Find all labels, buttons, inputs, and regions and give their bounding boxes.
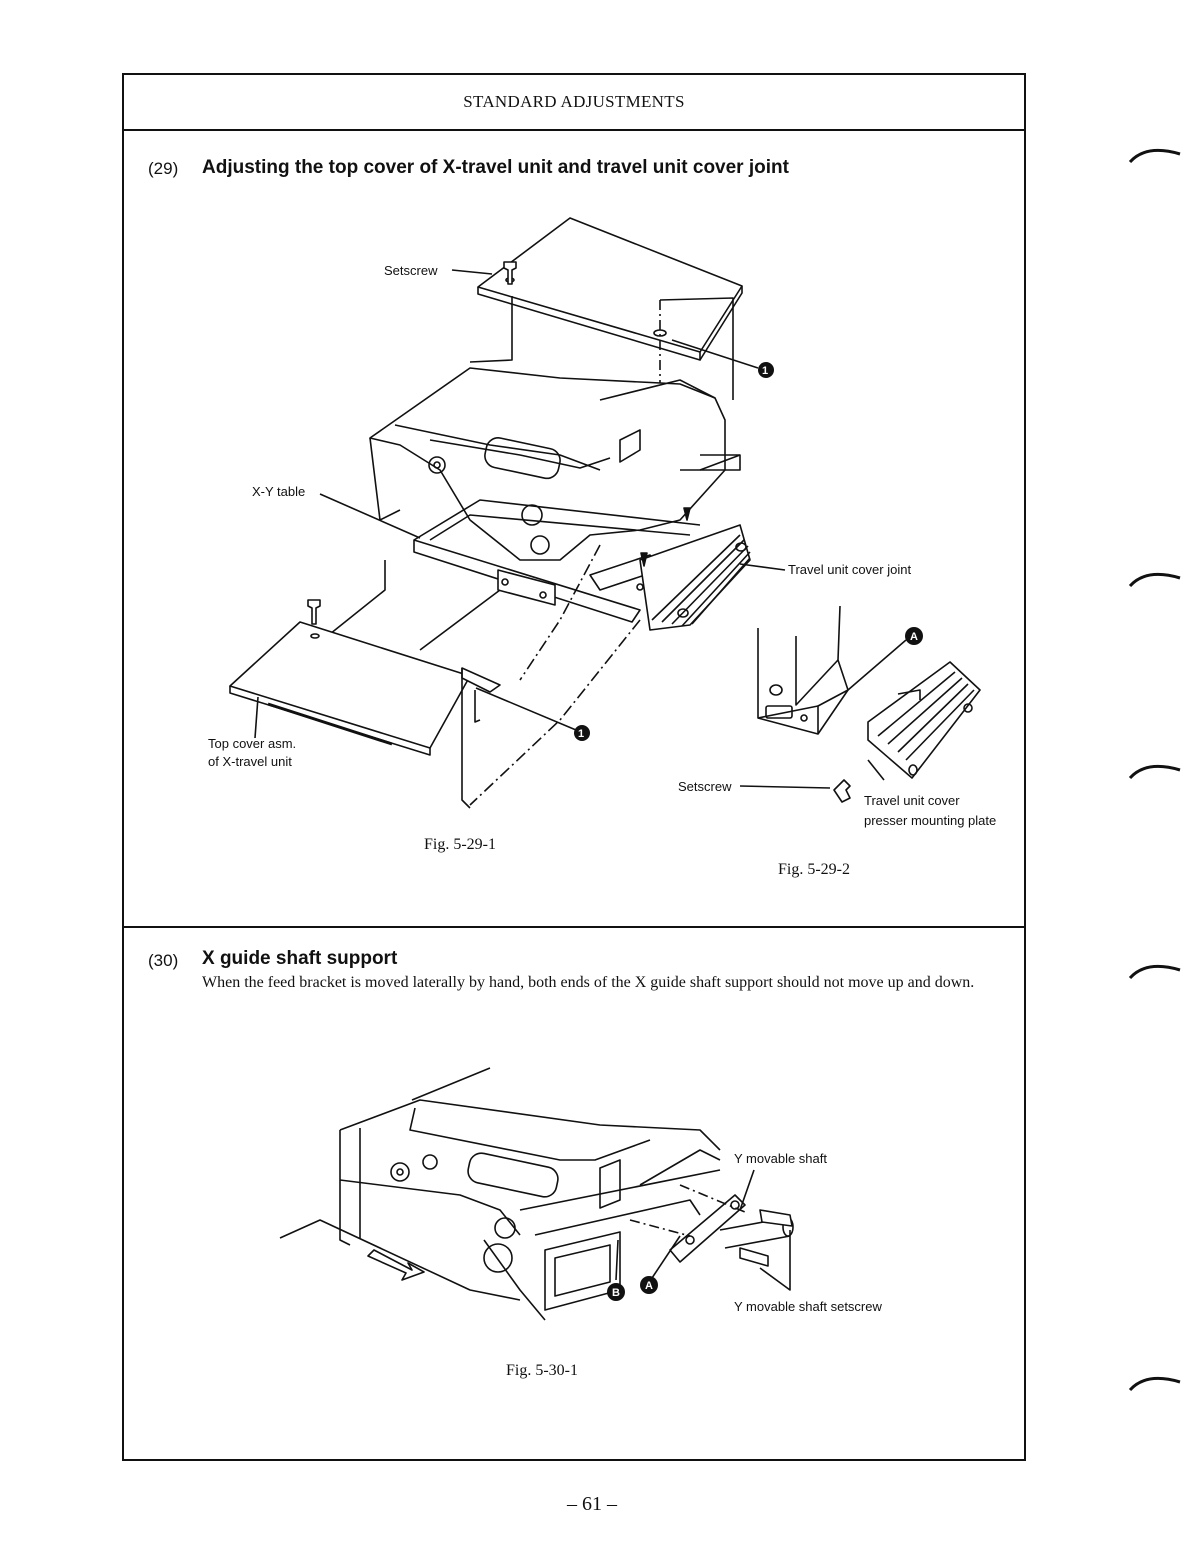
label-travel-joint: Travel unit cover joint: [788, 562, 911, 577]
section-30-body: When the feed bracket is moved laterally…: [202, 974, 975, 991]
marker-a-fig2: [905, 627, 923, 645]
label-presser-1: Travel unit cover: [864, 793, 960, 808]
marker-1-top-text: 1: [762, 365, 768, 377]
page-frame: STANDARD ADJUSTMENTS (29) Adjusting the …: [122, 73, 1026, 1461]
page-number: – 61 –: [567, 1493, 617, 1515]
caption-fig-5-30-1: Fig. 5-30-1: [506, 1362, 578, 1379]
marker-b-fig30: [607, 1283, 625, 1301]
label-top-cover-1: Top cover asm.: [208, 736, 296, 751]
edge-tab-mark: [1128, 1376, 1181, 1392]
section-divider: [124, 926, 1024, 928]
caption-fig-5-29-1: Fig. 5-29-1: [424, 836, 496, 853]
label-setscrew-1: Setscrew: [384, 263, 438, 278]
fig-5-29-1-drawing: [229, 217, 786, 809]
page-header: STANDARD ADJUSTMENTS: [124, 75, 1024, 131]
edge-tab-mark: [1128, 964, 1181, 980]
label-presser-2: presser mounting plate: [864, 813, 996, 828]
marker-1-bottom: [574, 725, 590, 741]
marker-1-top: [758, 362, 774, 378]
label-y-shaft: Y movable shaft: [734, 1151, 827, 1166]
marker-b-fig30-text: B: [612, 1287, 620, 1299]
caption-fig-5-29-2: Fig. 5-29-2: [778, 861, 850, 878]
edge-tab-mark: [1128, 764, 1181, 780]
section-30-title: X guide shaft support: [202, 948, 398, 969]
section-29-title: Adjusting the top cover of X-travel unit…: [202, 157, 789, 178]
marker-a-fig2-text: A: [910, 631, 918, 643]
fig-5-29-2-drawing: [739, 605, 981, 803]
label-xy-table: X-Y table: [252, 484, 305, 499]
section-29-number: (29): [148, 159, 179, 178]
marker-1-bottom-text: 1: [578, 728, 584, 740]
label-setscrew-2: Setscrew: [678, 779, 732, 794]
label-top-cover-2: of X-travel unit: [208, 754, 292, 769]
edge-tab-mark: [1128, 148, 1181, 164]
section-30-number: (30): [148, 951, 179, 970]
marker-a-fig30-text: A: [645, 1280, 653, 1292]
label-y-setscrew: Y movable shaft setscrew: [734, 1299, 882, 1314]
marker-a-fig30: [640, 1276, 658, 1294]
fig-5-30-1-drawing: [279, 1067, 794, 1321]
edge-tab-mark: [1128, 572, 1181, 588]
